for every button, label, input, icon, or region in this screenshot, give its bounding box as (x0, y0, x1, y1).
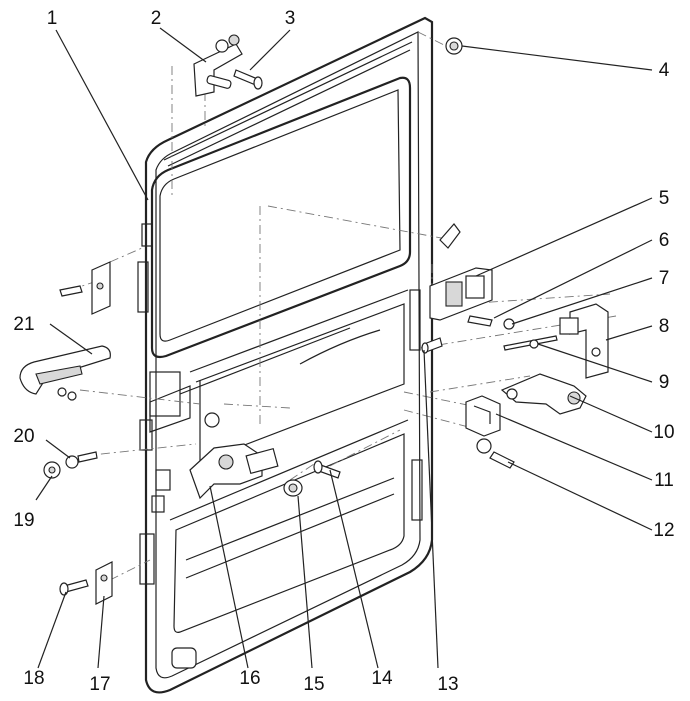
callout-1: 1 (47, 8, 58, 29)
callout-15: 15 (303, 674, 324, 695)
leader-lines (35, 27, 653, 669)
callout-19: 19 (13, 510, 34, 531)
callout-17: 17 (89, 674, 110, 695)
callout-labels: 1 2 3 4 5 6 7 8 9 10 11 12 13 14 15 16 1… (13, 8, 674, 695)
handle-washer (43, 461, 61, 479)
latch-screw (476, 438, 515, 469)
callout-10: 10 (653, 422, 674, 443)
callout-12: 12 (653, 520, 674, 541)
callout-18: 18 (23, 668, 44, 689)
callout-6: 6 (659, 230, 670, 251)
callout-21: 21 (13, 314, 34, 335)
lock-rod (503, 335, 558, 351)
hinge-bolt (233, 69, 263, 90)
callout-13: 13 (437, 674, 458, 695)
lock-bracket (559, 303, 609, 379)
lock-screw (313, 460, 341, 479)
callout-8: 8 (659, 316, 670, 337)
top-hinge (193, 34, 243, 97)
callout-16: 16 (239, 668, 260, 689)
callout-2: 2 (151, 8, 162, 29)
door-panel (137, 16, 434, 694)
callout-20: 20 (13, 426, 34, 447)
callout-11: 11 (654, 470, 674, 491)
callout-5: 5 (659, 188, 670, 209)
callout-7: 7 (659, 268, 670, 289)
callout-14: 14 (371, 668, 393, 689)
bottom-hinge-plate (95, 561, 113, 605)
latch-linkage (500, 373, 587, 415)
callout-9: 9 (659, 372, 670, 393)
lock-body (429, 223, 493, 321)
latch-block (465, 395, 501, 437)
callout-4: 4 (659, 60, 670, 81)
outer-handle (19, 345, 111, 401)
inner-lock-mechanism (189, 412, 279, 500)
bottom-bolt (59, 579, 89, 596)
door-cap (445, 37, 463, 55)
handle-screw (65, 451, 98, 469)
lock-bush (283, 479, 303, 497)
upper-hinge-plate (59, 261, 111, 315)
callout-3: 3 (285, 8, 296, 29)
lock-screws (467, 315, 515, 330)
